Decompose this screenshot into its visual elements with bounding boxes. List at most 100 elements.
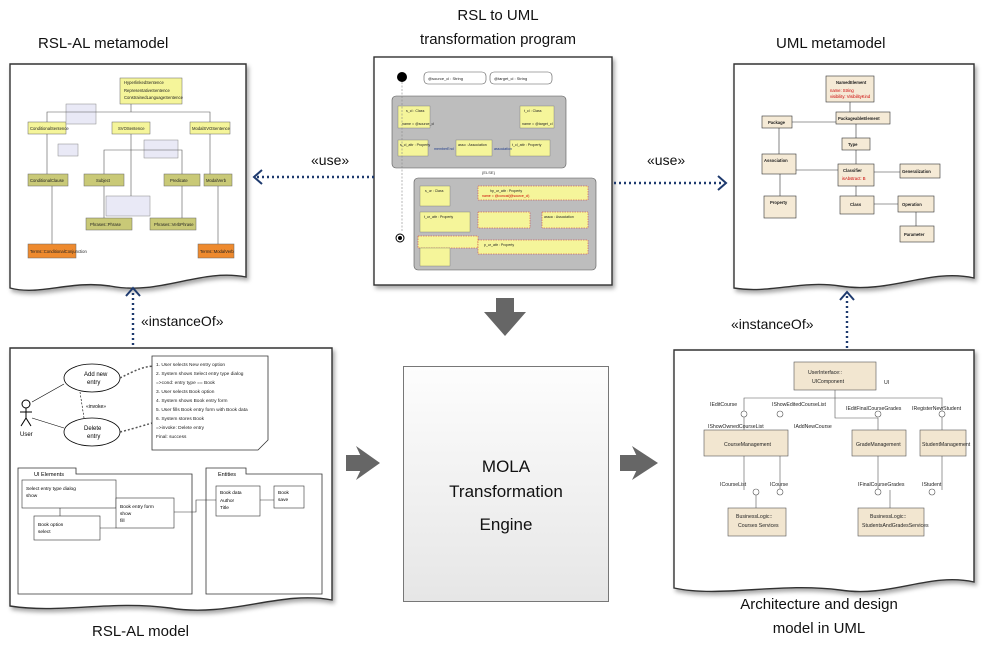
- svg-text:asso : Association: asso : Association: [458, 143, 487, 147]
- svg-text:StudentsAndGradesServices: StudentsAndGradesServices: [862, 523, 929, 529]
- svg-text:assoc : Association: assoc : Association: [544, 215, 574, 219]
- svg-text:IShowOwnedCourseList: IShowOwnedCourseList: [708, 424, 764, 430]
- mm-text: RepresentativeSentence: [124, 88, 171, 93]
- engine-line3: Engine: [479, 515, 533, 534]
- svg-text:UI Elements: UI Elements: [34, 472, 64, 478]
- svg-text:t_cl : Class: t_cl : Class: [524, 109, 542, 113]
- use-arrow-left: [252, 169, 374, 185]
- rsl-metamodel-document: HyperlinkedSentence RepresentativeSenten…: [9, 63, 247, 291]
- svg-text:Class: Class: [850, 202, 862, 207]
- svg-text:s_ur : Class: s_ur : Class: [425, 189, 444, 193]
- architecture-model-document: UserInterface:: UIComponent UI IEditCour…: [673, 349, 975, 593]
- svg-text:UI: UI: [884, 380, 889, 386]
- instanceof-arrow-right: [839, 290, 855, 348]
- mm-text: Terms::ModalVerb: [200, 249, 234, 254]
- caption-program-line1: RSL to UML: [457, 7, 539, 24]
- svg-text:p_ur_attr : Property: p_ur_attr : Property: [484, 243, 514, 247]
- rsl-model-document: User Add new entry Delete entry «invoke»…: [9, 347, 333, 611]
- caption-rsl-model: RSL-AL model: [92, 623, 189, 640]
- svg-text:select: select: [38, 529, 51, 535]
- svg-text:IStudent: IStudent: [922, 482, 942, 488]
- svg-text:4. System shows Book entry for: 4. System shows Book entry form: [156, 398, 227, 404]
- svg-text:name = @target_cl: name = @target_cl: [522, 122, 553, 126]
- svg-text:memberEnd: memberEnd: [434, 147, 454, 151]
- transformation-program-document: @source_cl : String @target_cl : String …: [373, 56, 613, 286]
- model-to-engine-arrow: [346, 446, 380, 480]
- svg-text:ICourse: ICourse: [770, 482, 788, 488]
- svg-text:ICourseList: ICourseList: [720, 482, 747, 488]
- svg-text:show: show: [120, 511, 132, 517]
- svg-text:Parameter: Parameter: [904, 232, 925, 237]
- svg-text:Book entry form: Book entry form: [120, 504, 154, 510]
- svg-text:BusinessLogic::: BusinessLogic::: [736, 514, 772, 520]
- svg-text:Title: Title: [220, 505, 229, 511]
- svg-text:2. System shows Select entry t: 2. System shows Select entry type dialog: [156, 371, 244, 377]
- use-label-left: «use»: [311, 152, 350, 168]
- svg-text:NamedElement: NamedElement: [836, 80, 867, 85]
- engine-line1: MOLA: [481, 457, 531, 476]
- engine-line2: Transformation: [449, 482, 563, 501]
- svg-text:IShowEditedCourseList: IShowEditedCourseList: [772, 402, 826, 408]
- svg-text:6. System stores Book: 6. System stores Book: [156, 416, 205, 422]
- svg-text:IEditFinalCourseGrades: IEditFinalCourseGrades: [846, 406, 902, 412]
- uml-metamodel-document: NamedElement name: String visibility: Vi…: [733, 63, 975, 291]
- svg-text:Book option: Book option: [38, 522, 64, 528]
- mm-text: HyperlinkedSentence: [124, 80, 164, 85]
- svg-text:Package: Package: [768, 120, 786, 125]
- svg-text:Author: Author: [220, 498, 235, 504]
- svg-text:Operation: Operation: [902, 202, 922, 207]
- svg-text:fill: fill: [120, 518, 125, 524]
- svg-text:Select entry type dialog: Select entry type dialog: [26, 486, 76, 492]
- mm-text: SVOSentence: [118, 126, 145, 131]
- actor-icon: [20, 399, 32, 427]
- svg-text:1. User selects New entry opti: 1. User selects New entry option: [156, 362, 225, 368]
- svg-text:=>invoke: Delete entry: =>invoke: Delete entry: [156, 425, 205, 431]
- svg-text:StudentManagement: StudentManagement: [922, 442, 971, 448]
- caption-program-line2: transformation program: [420, 31, 576, 48]
- svg-text:User: User: [20, 432, 33, 438]
- svg-text:GradeManagement: GradeManagement: [856, 442, 901, 448]
- svg-text:s_cl : Class: s_cl : Class: [406, 109, 425, 113]
- svg-text:save: save: [278, 498, 288, 503]
- svg-text:«invoke»: «invoke»: [86, 404, 106, 410]
- mm-text: Subject: [96, 178, 111, 183]
- mm-text: Terms::ConditionalConjunction: [30, 249, 87, 254]
- svg-text:PackageableElement: PackageableElement: [838, 116, 880, 121]
- svg-text:visibility: VisibilityKind: visibility: VisibilityKind: [830, 94, 871, 99]
- mm-text: Phrases::VerbPhrase: [154, 222, 194, 227]
- svg-text:UIComponent: UIComponent: [812, 379, 845, 385]
- mm-text: ConditionalSentence: [30, 126, 69, 131]
- caption-uml-metamodel: UML metamodel: [776, 35, 886, 52]
- svg-text:t_cl_attr : Property: t_cl_attr : Property: [512, 143, 542, 147]
- svg-text:IFinalCourseGrades: IFinalCourseGrades: [858, 482, 905, 488]
- caption-rsl-metamodel: RSL-AL metamodel: [38, 35, 169, 52]
- svg-text:entry: entry: [87, 434, 100, 440]
- svg-text:Book data: Book data: [220, 490, 242, 496]
- instanceof-label-left: «instanceOf»: [141, 313, 224, 329]
- use-label-right: «use»: [647, 152, 686, 168]
- param-label: @target_cl : String: [494, 76, 527, 81]
- svg-text:association: association: [494, 147, 512, 151]
- svg-text:Entities: Entities: [218, 472, 236, 478]
- svg-text:UserInterface::: UserInterface::: [808, 370, 842, 376]
- mm-text: ModalSVOSentence: [192, 126, 231, 131]
- mm-text: ConstrainedLanguageSentence: [124, 95, 184, 100]
- mm-text: ConditionalClause: [30, 178, 65, 183]
- svg-text:Add new: Add new: [84, 372, 108, 378]
- engine-to-arch-arrow: [620, 446, 658, 480]
- mola-engine-box: MOLA Transformation Engine: [403, 366, 609, 602]
- svg-text:Association: Association: [764, 158, 788, 163]
- svg-text:Classifier: Classifier: [843, 168, 862, 173]
- svg-text:Property: Property: [770, 200, 788, 205]
- svg-text:name = @concat(@source_cl): name = @concat(@source_cl): [482, 194, 529, 198]
- mm-text: ModalVerb: [206, 178, 227, 183]
- param-label: @source_cl : String: [428, 76, 463, 81]
- svg-text:name = @source_cl: name = @source_cl: [402, 122, 434, 126]
- caption-arch-line1: Architecture and design: [740, 596, 898, 613]
- svg-text:Generalization: Generalization: [902, 169, 931, 174]
- svg-text:IAddNewCourse: IAddNewCourse: [794, 424, 832, 430]
- svg-text:name: String: name: String: [830, 88, 854, 93]
- svg-text:Final: success: Final: success: [156, 434, 187, 440]
- svg-text:Type: Type: [848, 142, 858, 147]
- svg-text:3. User selects Book option: 3. User selects Book option: [156, 389, 215, 395]
